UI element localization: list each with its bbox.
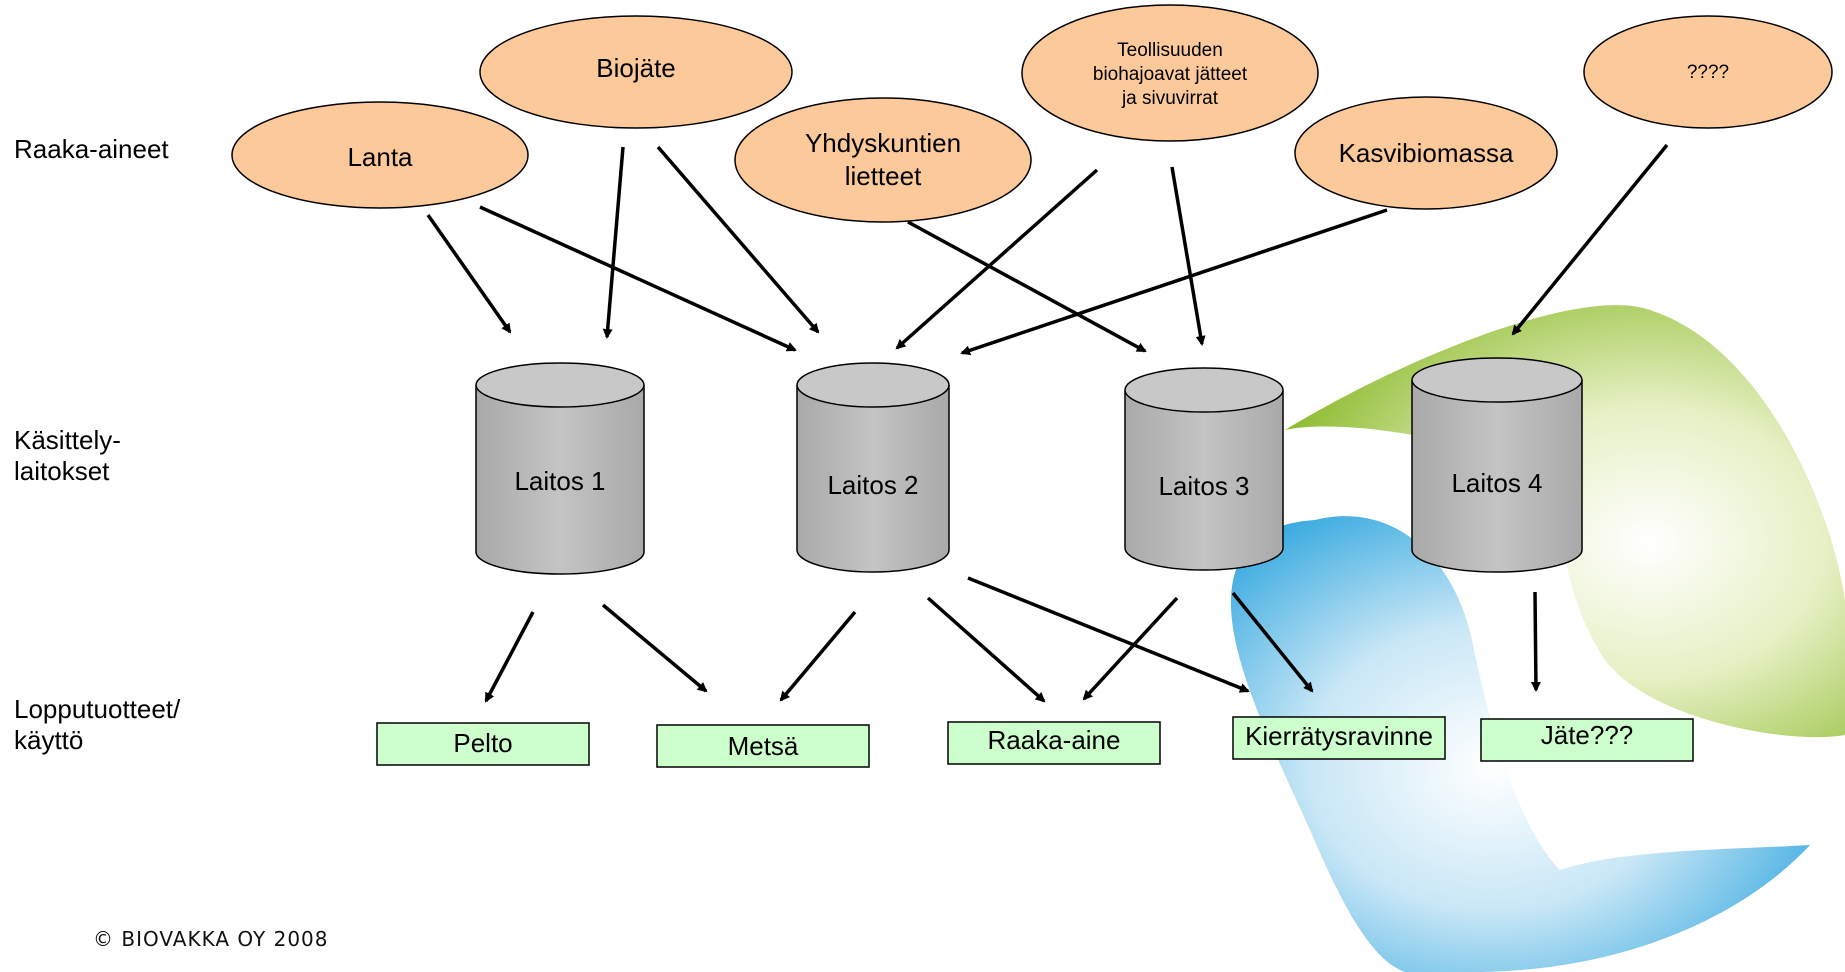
source-yhdyskuntien: Yhdyskuntien lietteet bbox=[734, 97, 1032, 223]
product-kierratysravinne: Kierrätysravinne bbox=[1232, 716, 1446, 760]
product-kierratysravinne-label: Kierrätysravinne bbox=[1245, 721, 1433, 751]
arrow-unknown-to-plant4 bbox=[1511, 143, 1669, 336]
product-jate-label: Jäte??? bbox=[1541, 720, 1634, 750]
row-label-processing-line1: Käsittely- bbox=[14, 425, 121, 455]
plant-1: Laitos 1 bbox=[475, 362, 645, 575]
arrow-teollisuuden-to-plant3 bbox=[1170, 166, 1206, 346]
row-label-processing-line2: laitokset bbox=[14, 456, 110, 486]
arrow-plant3-to-kierratysravinne bbox=[1231, 591, 1314, 693]
arrow-biojate-to-plant1 bbox=[602, 146, 625, 339]
arrow-plant2-to-raaka-aine bbox=[926, 596, 1046, 703]
arrow-plant4-to-jate bbox=[1530, 591, 1541, 692]
source-teollisuuden: Teollisuuden biohajoavat jätteet ja sivu… bbox=[1021, 4, 1319, 142]
source-nodes: Lanta Biojäte Yhdyskuntien lietteet Teol… bbox=[231, 4, 1833, 223]
copyright-text: © BIOVAKKA OY 2008 bbox=[93, 927, 329, 951]
product-metsa-label: Metsä bbox=[728, 731, 799, 761]
plant-2: Laitos 2 bbox=[796, 362, 950, 573]
source-biojate: Biojäte bbox=[479, 15, 793, 129]
source-yhdyskuntien-label-line2: lietteet bbox=[845, 161, 922, 191]
source-kasvibiomassa-label: Kasvibiomassa bbox=[1339, 138, 1514, 168]
source-biojate-label: Biojäte bbox=[596, 53, 676, 83]
arrow-plant2-to-kierratysravinne bbox=[967, 576, 1250, 693]
source-kasvibiomassa: Kasvibiomassa bbox=[1294, 96, 1558, 210]
source-lanta: Lanta bbox=[231, 101, 529, 209]
source-unknown-label: ???? bbox=[1687, 62, 1729, 83]
arrow-lanta-to-plant2 bbox=[479, 205, 797, 352]
product-pelto: Pelto bbox=[376, 722, 590, 766]
product-jate: Jäte??? bbox=[1480, 718, 1694, 762]
product-raaka-aine: Raaka-aine bbox=[947, 721, 1161, 765]
source-teollisuuden-label-line2: biohajoavat jätteet bbox=[1093, 64, 1248, 85]
product-nodes: Pelto Metsä Raaka-aine Kierrätysravinne … bbox=[376, 716, 1694, 768]
arrow-kasvibiomassa-to-plant2 bbox=[960, 208, 1388, 356]
plant-1-label: Laitos 1 bbox=[514, 466, 605, 496]
product-raaka-aine-label: Raaka-aine bbox=[988, 725, 1121, 755]
row-label-products-line1: Lopputuotteet/ bbox=[14, 694, 181, 724]
arrow-lanta-to-plant1 bbox=[426, 213, 512, 334]
arrow-plant3-to-raaka-aine bbox=[1082, 596, 1179, 701]
plant-2-label: Laitos 2 bbox=[827, 470, 918, 500]
arrow-plant2-to-metsa bbox=[779, 610, 857, 702]
plant-4: Laitos 4 bbox=[1411, 357, 1583, 573]
source-unknown: ???? bbox=[1583, 15, 1833, 129]
arrow-teollisuuden-to-plant2 bbox=[895, 168, 1099, 350]
plant-3-label: Laitos 3 bbox=[1158, 471, 1249, 501]
logo-blue-swoosh bbox=[1230, 516, 1810, 972]
arrow-biojate-to-plant2 bbox=[656, 145, 820, 334]
plant-4-label: Laitos 4 bbox=[1451, 468, 1542, 498]
source-teollisuuden-label-line1: Teollisuuden bbox=[1117, 40, 1223, 61]
row-label-products-line2: käyttö bbox=[14, 725, 83, 755]
product-pelto-label: Pelto bbox=[453, 728, 512, 758]
plant-3: Laitos 3 bbox=[1124, 367, 1284, 571]
arrow-plant1-to-pelto bbox=[484, 611, 535, 703]
source-teollisuuden-label-line3: ja sivuvirrat bbox=[1121, 88, 1219, 109]
input-arrows bbox=[426, 143, 1669, 356]
row-label-raw-materials: Raaka-aineet bbox=[14, 134, 169, 164]
source-lanta-label: Lanta bbox=[347, 142, 413, 172]
output-arrows bbox=[484, 576, 1541, 703]
source-yhdyskuntien-label-line1: Yhdyskuntien bbox=[805, 128, 961, 158]
arrow-yhdyskuntien-to-plant3 bbox=[907, 220, 1147, 353]
product-metsa: Metsä bbox=[656, 724, 870, 768]
arrow-plant1-to-metsa bbox=[601, 603, 708, 693]
plant-nodes: Laitos 1 Laitos 2 Laitos 3 Laitos 4 bbox=[475, 357, 1583, 575]
